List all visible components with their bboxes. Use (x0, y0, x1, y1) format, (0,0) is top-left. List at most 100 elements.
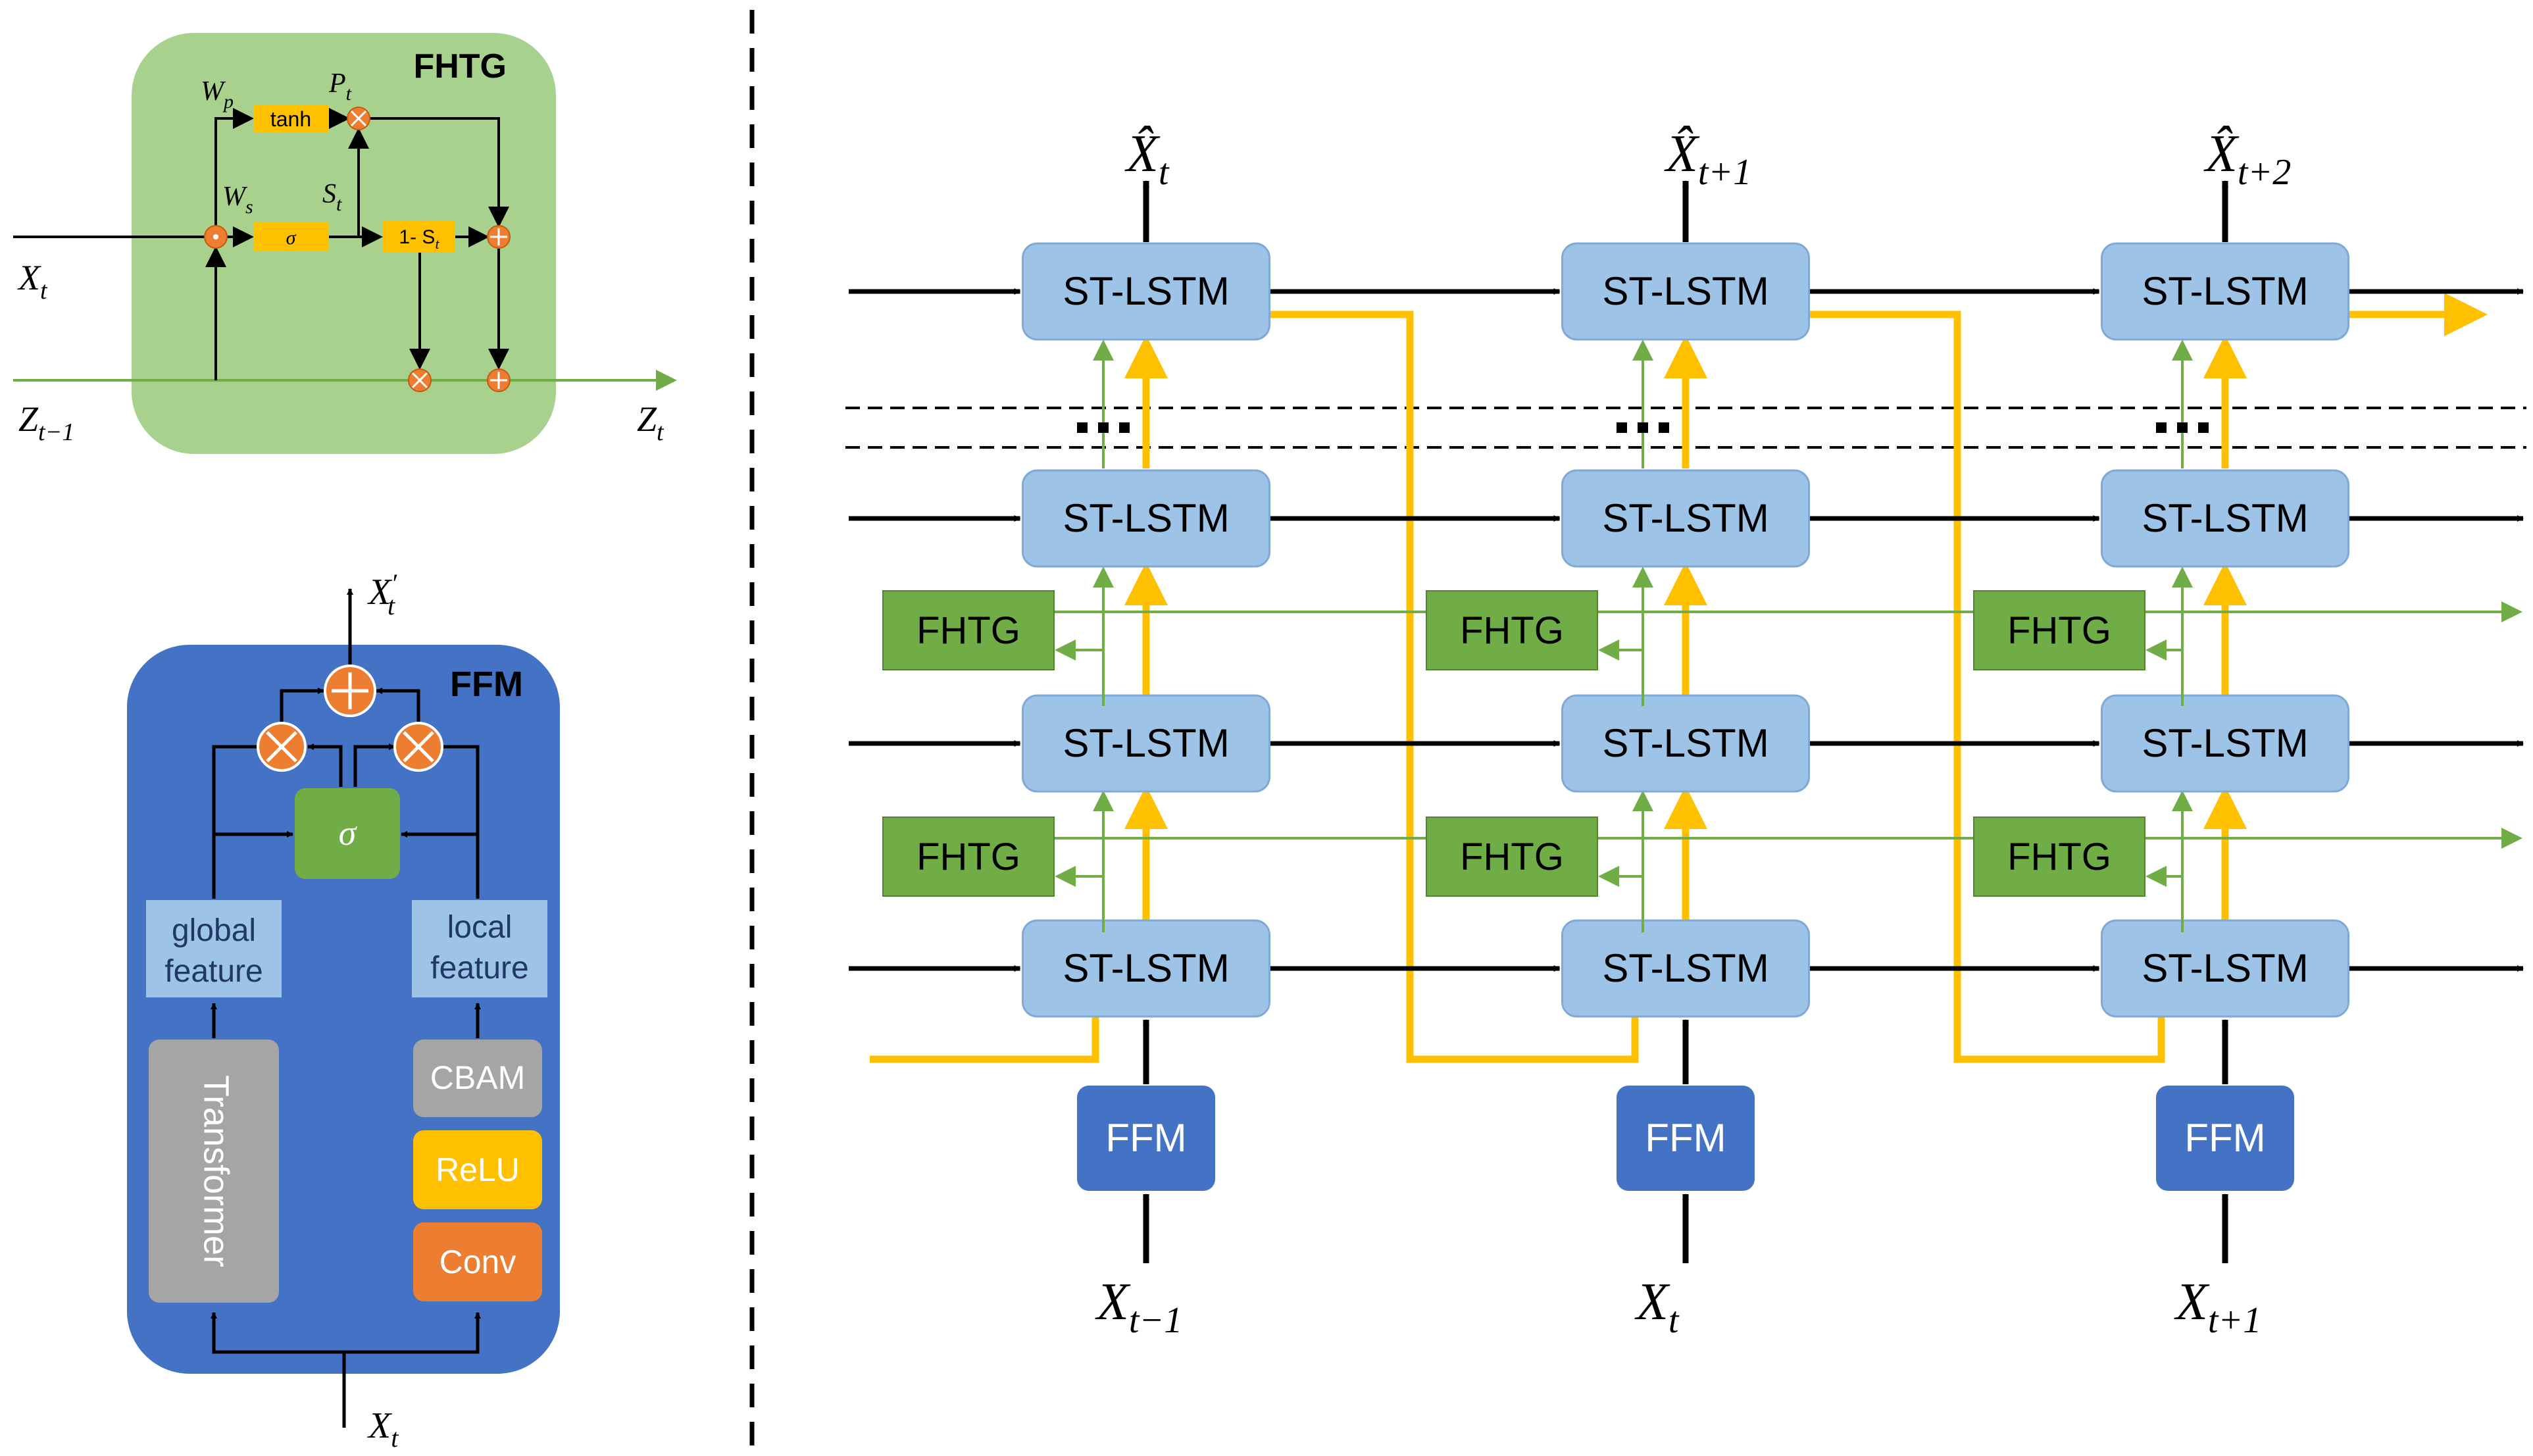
tanh-label: tanh (270, 107, 311, 131)
st-lstm-box-c1-r3 (1561, 919, 1810, 1018)
ffm-label-0: FFM (1105, 1116, 1186, 1160)
st-lstm-box-c1-r0 (1561, 242, 1810, 341)
fhtg-input-wire-c0-r1 (1055, 866, 1105, 932)
conv-label: Conv (439, 1243, 516, 1280)
fhtg-label-c2-r0: FHTG (2007, 609, 2111, 652)
fhtg-box-c0-r1 (882, 816, 1055, 897)
hadamard-op-icon (204, 225, 228, 249)
ellipsis-dot-c2-1 (2177, 422, 2188, 433)
st-lstm-box-c0-r2 (1022, 694, 1270, 793)
ffm-box-0 (1077, 1086, 1215, 1191)
fhtg-z-input-label: Zt−1 (18, 399, 74, 446)
fhtg-wire-pt (370, 117, 509, 228)
ellipsis-dot-c2-2 (2198, 422, 2209, 433)
right-mult-to-plus (376, 688, 420, 730)
tanh-box (253, 105, 329, 133)
st-lstm-box-c0-r3 (1022, 919, 1270, 1018)
st-lstm-label-c1-r0: ST-LSTM (1602, 269, 1768, 313)
ffm-box-1 (1617, 1086, 1755, 1191)
st-lstm-box-c2-r3 (2101, 919, 2349, 1018)
st-lstm-network: ST-LSTM ST-LSTM ST-LSTM ST-LSTM ST-LSTM ST-LS… (845, 125, 2526, 1341)
relu-box (413, 1130, 542, 1209)
st-lstm-label-c2-r0: ST-LSTM (2142, 269, 2308, 313)
plus-op-icon-z (487, 368, 511, 392)
fhtg-input-wire-c0-r0 (1055, 640, 1105, 706)
ffm-panel: FFM X′t Xt Transformer CBAM ReLU Conv gl… (127, 568, 560, 1453)
fhtg-label-c1-r1: FHTG (1460, 836, 1564, 878)
st-lstm-box-c0-r1 (1022, 469, 1270, 568)
one-minus-st-box (383, 221, 455, 253)
input-label-1: Xt (1634, 1273, 1680, 1341)
st-lstm-label-c0-r3: ST-LSTM (1063, 946, 1229, 990)
fhtg-wire-wp (214, 108, 254, 225)
spatial-memory-path-3 (1809, 311, 2165, 1063)
output-label-1: X̂t+1 (1664, 125, 1751, 193)
fhtg-panel: FHTG tanh σ 1- St (13, 33, 677, 454)
st-lstm-box-c1-r1 (1561, 469, 1810, 568)
wp-label: Wp (201, 76, 234, 113)
ws-label: Ws (222, 182, 253, 218)
spatial-memory-path-1 (870, 1017, 1099, 1063)
cbam-box (413, 1040, 542, 1117)
pt-label: Pt (328, 68, 352, 105)
st-lstm-label-c0-r0: ST-LSTM (1063, 269, 1229, 313)
output-label-2: X̂t+2 (2203, 125, 2291, 193)
global-feature-box (146, 900, 282, 997)
multiply-op-icon-pt (347, 107, 370, 130)
ellipsis-dot-c0-0 (1077, 422, 1088, 433)
output-label-0: X̂t (1124, 125, 1170, 193)
plus-op-icon-ffm (324, 665, 376, 717)
cbam-label: CBAM (430, 1059, 525, 1096)
multiply-op-icon-left (257, 722, 307, 772)
spatial-memory-path-2 (1270, 311, 1639, 1063)
fhtg-panel-background (132, 33, 556, 454)
ellipsis-dot-c1-1 (1638, 422, 1648, 433)
multiply-op-icon-z (408, 368, 432, 392)
st-lstm-box-c1-r2 (1561, 694, 1810, 793)
sigma-box-ffm (295, 788, 400, 879)
plus-op-icon-upper (487, 225, 511, 249)
input-label-0: Xt−1 (1095, 1273, 1182, 1341)
fhtg-box-c0-r0 (882, 590, 1055, 670)
sigma-to-right-mult (353, 743, 395, 787)
transformer-box (149, 1040, 279, 1303)
global-up-wire (212, 743, 272, 899)
ffm-input-label: Xt (367, 1405, 399, 1453)
ellipsis-dot-c0-1 (1098, 422, 1109, 433)
one-minus-st-label: 1- St (399, 226, 439, 252)
fhtg-input-wire-c1-r1 (1598, 866, 1644, 932)
sigma-box-fhtg (253, 222, 329, 251)
left-mult-to-plus (280, 688, 324, 730)
fhtg-label-c1-r0: FHTG (1460, 609, 1564, 652)
st-lstm-box-c2-r0 (2101, 242, 2349, 341)
fhtg-box-c2-r0 (1973, 590, 2145, 670)
local-feature-box (412, 900, 547, 997)
fhtg-box-c1-r1 (1426, 816, 1598, 897)
ffm-box-2 (2156, 1086, 2294, 1191)
ellipsis-dot-c1-2 (1659, 422, 1669, 433)
multiply-op-icon-right (393, 722, 443, 772)
ffm-panel-title: FFM (450, 665, 523, 704)
fhtg-panel-title: FHTG (413, 47, 507, 86)
sigma-label-fhtg: σ (286, 227, 297, 249)
fhtg-z-output-label: Zt (637, 399, 665, 446)
ellipsis-dot-c0-2 (1119, 422, 1130, 433)
st-lstm-label-c1-r3: ST-LSTM (1602, 946, 1768, 990)
st-lstm-label-c2-r1: ST-LSTM (2142, 496, 2308, 540)
fhtg-label-c0-r1: FHTG (916, 836, 1020, 878)
sigma-to-left-mult (307, 743, 343, 787)
fhtg-input-wire-c2-r0 (2145, 640, 2184, 706)
ellipsis-dot-c1-0 (1617, 422, 1627, 433)
ffm-split-left (211, 1312, 344, 1354)
sigma-label-ffm: σ (339, 813, 358, 853)
conv-box (413, 1222, 542, 1301)
st-lstm-box-c2-r1 (2101, 469, 2349, 568)
st-lstm-label-c2-r2: ST-LSTM (2142, 721, 2308, 765)
ffm-output-label: X′t (367, 568, 397, 620)
st-lstm-label-c1-r2: ST-LSTM (1602, 721, 1768, 765)
st-lstm-label-c0-r2: ST-LSTM (1063, 721, 1229, 765)
ellipsis-dot-c2-0 (2156, 422, 2167, 433)
fhtg-label-c2-r1: FHTG (2007, 836, 2111, 878)
transformer-label: Transformer (197, 1075, 236, 1267)
st-lstm-label-c2-r3: ST-LSTM (2142, 946, 2308, 990)
